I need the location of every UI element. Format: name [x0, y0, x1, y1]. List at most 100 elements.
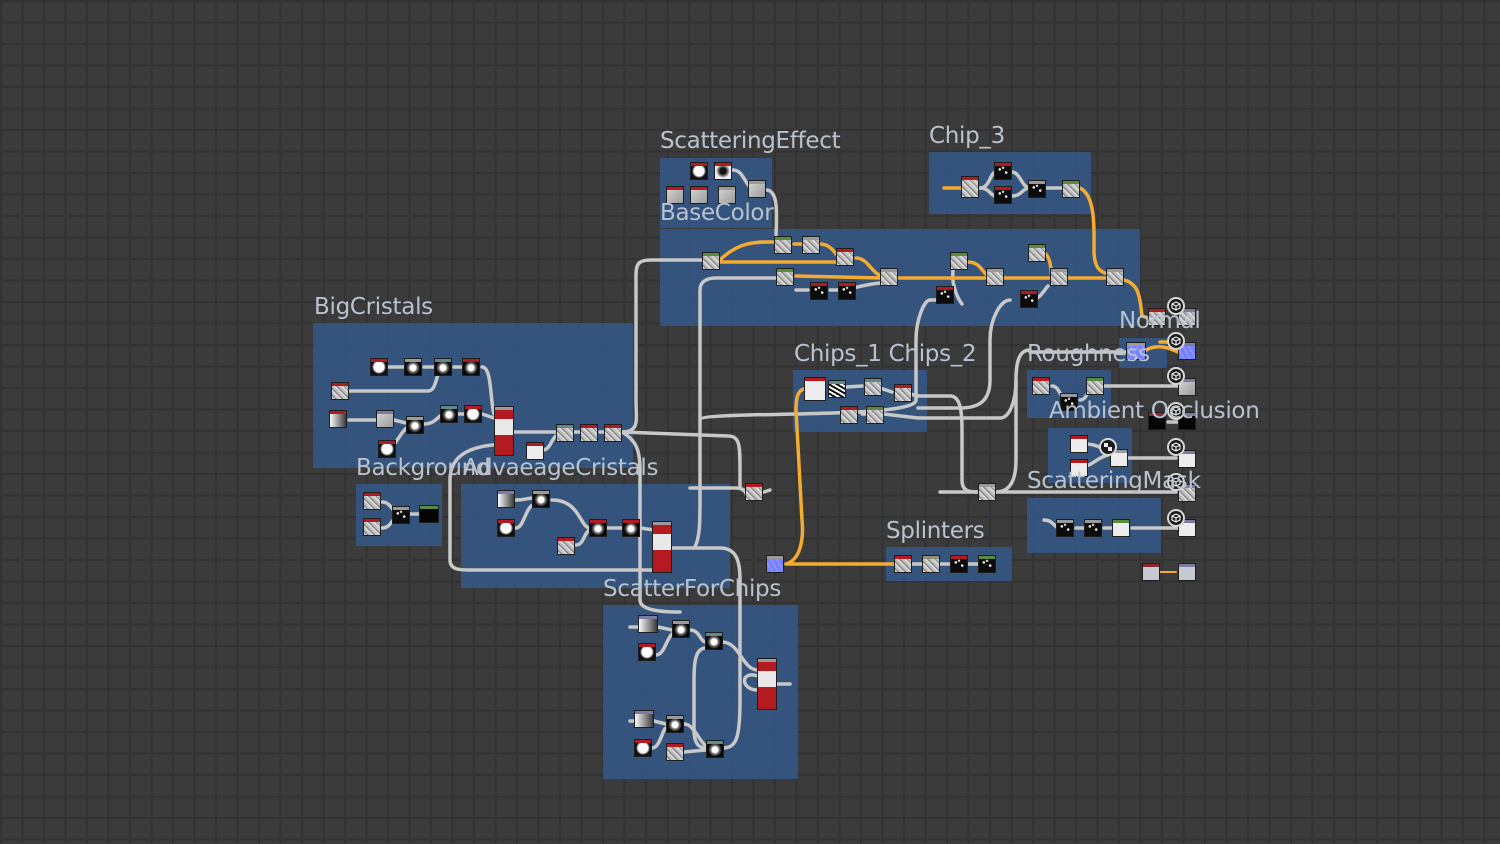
node-blend[interactable]: [978, 483, 996, 501]
node-shape[interactable]: [690, 162, 708, 180]
node-noise[interactable]: [557, 537, 575, 555]
node-noise[interactable]: [922, 555, 940, 573]
node-noise[interactable]: [894, 555, 912, 573]
node-noise[interactable]: [331, 382, 349, 400]
node-noise[interactable]: [1070, 459, 1088, 477]
node-tile-sampler[interactable]: [494, 406, 514, 456]
output-node-height[interactable]: [1178, 450, 1196, 468]
node-shape[interactable]: [672, 620, 690, 638]
node-shape[interactable]: [378, 440, 396, 458]
node-shape[interactable]: [666, 715, 684, 733]
node-gradient[interactable]: [666, 186, 684, 204]
node-blend[interactable]: [894, 384, 912, 402]
node-blend[interactable]: [1148, 308, 1166, 326]
node-noise[interactable]: [840, 406, 858, 424]
node-color[interactable]: [1028, 244, 1046, 262]
node-blend[interactable]: [1106, 268, 1124, 286]
node-mask[interactable]: [828, 380, 846, 398]
node-uniform-color[interactable]: [1142, 563, 1160, 581]
node-noise[interactable]: [666, 743, 684, 761]
node-speck[interactable]: [994, 186, 1012, 204]
node-shape[interactable]: [589, 519, 607, 537]
node-mask[interactable]: [1056, 519, 1074, 537]
node-blend[interactable]: [1062, 180, 1080, 198]
node-shape[interactable]: [532, 490, 550, 508]
node-mask[interactable]: [1084, 519, 1102, 537]
node-color[interactable]: [1086, 377, 1104, 395]
node-blend[interactable]: [1050, 268, 1068, 286]
node-noise[interactable]: [804, 377, 826, 401]
node-blend[interactable]: [748, 180, 766, 198]
node-noise[interactable]: [526, 442, 544, 460]
node-tile-sampler[interactable]: [757, 658, 777, 710]
node-normal[interactable]: [1126, 342, 1146, 360]
node-gradient[interactable]: [329, 410, 347, 428]
node-mask[interactable]: [978, 555, 996, 573]
output-node-basecolor[interactable]: [1178, 308, 1196, 326]
node-color[interactable]: [419, 505, 439, 523]
node-blend[interactable]: [1110, 449, 1128, 467]
node-blend[interactable]: [836, 248, 854, 266]
node-shape[interactable]: [404, 358, 422, 376]
node-shape[interactable]: [462, 358, 480, 376]
node-shape[interactable]: [434, 358, 452, 376]
node-gradient[interactable]: [638, 615, 658, 633]
node-blend[interactable]: [604, 424, 622, 442]
node-shape[interactable]: [406, 416, 424, 434]
wire: [916, 298, 1012, 410]
node-mask[interactable]: [810, 282, 828, 300]
frame-title-ambient-occlusion: Ambient Occlusion: [1049, 398, 1260, 424]
node-mask[interactable]: [936, 286, 954, 304]
node-noise[interactable]: [363, 492, 381, 510]
node-shape[interactable]: [464, 405, 482, 423]
node-shape[interactable]: [440, 405, 458, 423]
node-blend[interactable]: [986, 268, 1004, 286]
node-blend[interactable]: [802, 236, 820, 254]
node-blend[interactable]: [864, 378, 882, 396]
node-shape[interactable]: [714, 162, 732, 180]
node-ao-icon[interactable]: [1099, 438, 1117, 456]
node-color[interactable]: [1112, 519, 1130, 537]
output-node-extra[interactable]: [1178, 563, 1196, 581]
node-shape[interactable]: [634, 739, 652, 757]
node-color[interactable]: [702, 252, 720, 270]
node-blend[interactable]: [1060, 393, 1078, 411]
node-shape[interactable]: [638, 643, 656, 661]
node-noise[interactable]: [1032, 377, 1050, 395]
frame-big-cristals[interactable]: [313, 323, 633, 468]
output-node-roughness[interactable]: [1178, 378, 1196, 396]
node-mask[interactable]: [950, 555, 968, 573]
node-color[interactable]: [774, 236, 792, 254]
node-shape[interactable]: [706, 740, 724, 758]
node-noise[interactable]: [866, 406, 884, 424]
node-shape[interactable]: [705, 632, 723, 650]
node-shape[interactable]: [370, 358, 388, 376]
node-shape[interactable]: [622, 519, 640, 537]
frame-title-chip-3: Chip_3: [929, 123, 1005, 149]
node-blend[interactable]: [392, 506, 410, 524]
output-node-scattering-mask[interactable]: [1178, 484, 1196, 502]
node-speck[interactable]: [994, 162, 1012, 180]
node-uniform[interactable]: [1070, 435, 1088, 453]
node-tile-sampler[interactable]: [652, 521, 672, 573]
node-gradient[interactable]: [690, 186, 708, 204]
node-color[interactable]: [776, 268, 794, 286]
node-blend[interactable]: [745, 483, 763, 501]
node-color[interactable]: [950, 252, 968, 270]
node-normal[interactable]: [766, 555, 784, 573]
node-mask[interactable]: [1020, 290, 1038, 308]
node-noise[interactable]: [363, 518, 381, 536]
node-ao-input[interactable]: [1148, 412, 1166, 430]
node-shape[interactable]: [497, 519, 515, 537]
node-noise[interactable]: [961, 176, 979, 198]
node-speck[interactable]: [1028, 180, 1046, 198]
wire: [698, 298, 932, 422]
node-gradient[interactable]: [497, 490, 515, 508]
node-blend[interactable]: [718, 186, 736, 204]
node-gradient[interactable]: [376, 410, 394, 428]
node-gradient[interactable]: [634, 710, 654, 728]
node-blend[interactable]: [880, 268, 898, 286]
node-mask[interactable]: [838, 282, 856, 300]
node-blend[interactable]: [556, 424, 574, 442]
node-blend[interactable]: [580, 424, 598, 442]
